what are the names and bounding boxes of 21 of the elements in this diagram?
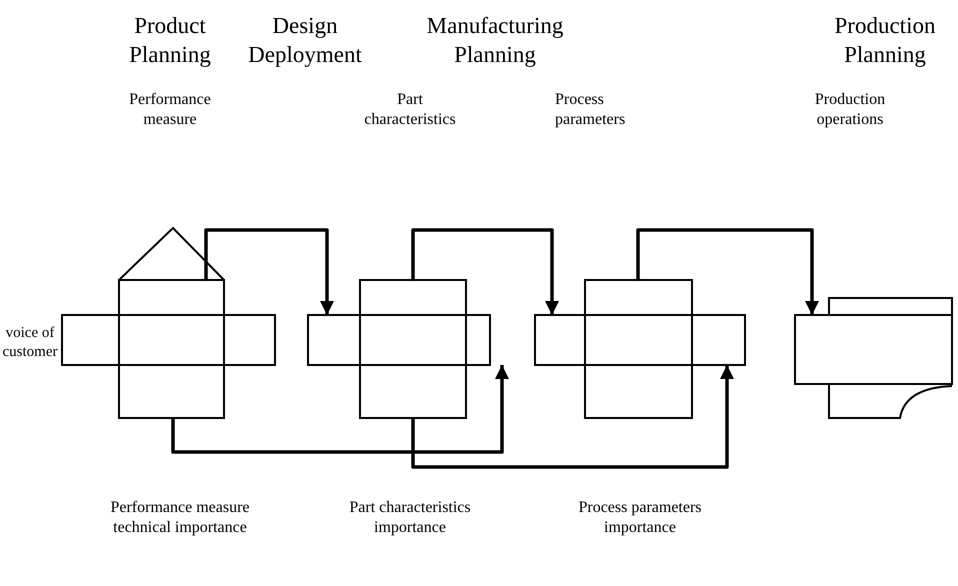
arrow [411,365,734,469]
importance-label: Performance measure technical importance [109,498,251,538]
arrow [204,228,334,315]
column-heading: Performance measure [128,90,212,130]
phase-heading: Production Planning [834,12,936,69]
phase-heading: Manufacturing Planning [426,12,564,69]
matrix-drawing [308,280,490,418]
matrix-drawing [795,298,952,418]
column-heading: Part characteristics [363,90,457,130]
importance-label: Part characteristics importance [348,498,472,538]
row-label: voice of customer [2,324,58,362]
arrow [636,228,819,315]
arrow [171,365,509,454]
importance-label: Process parameters importance [577,498,703,538]
matrix-drawing [62,228,275,418]
phase-heading: Design Deployment [247,12,363,69]
arrow [411,228,559,315]
column-heading: Production operations [814,90,886,130]
column-heading: Process parameters [555,90,626,130]
phase-heading: Product Planning [128,12,212,69]
matrix-drawing [535,280,745,418]
